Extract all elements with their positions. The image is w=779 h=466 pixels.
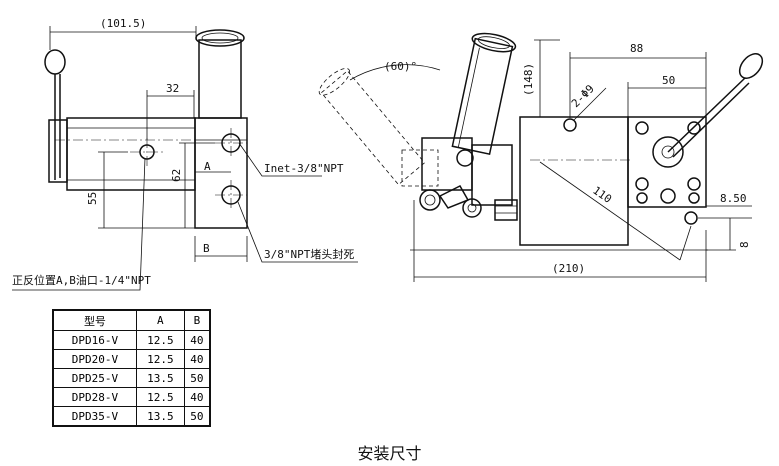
reservoir-tube-angled	[451, 32, 517, 156]
dim-height-right: (148)	[522, 63, 535, 96]
dim-angle: (60)°	[384, 60, 417, 73]
left-reservoir-tube	[198, 39, 242, 119]
phantom-tube	[318, 68, 426, 186]
right-handle-lever	[667, 77, 746, 153]
table-cell-model: DPD16-V	[52, 330, 137, 350]
table-cell-b: 50	[183, 406, 211, 427]
dim-88: 88	[630, 42, 643, 55]
table-cell-a: 12.5	[135, 330, 185, 350]
table-cell-model: DPD35-V	[52, 406, 137, 427]
note-inlet: Inet-3/8"NPT	[264, 162, 344, 175]
table-header-a: A	[135, 309, 185, 331]
mount-hole-2	[684, 211, 698, 225]
table-header-model: 型号	[52, 309, 137, 331]
pivot-bracket	[421, 137, 473, 191]
mount-hole-1	[563, 118, 577, 132]
note-ports: 正反位置A,B油口-1/4"NPT	[12, 273, 151, 287]
valve-plate	[627, 116, 707, 208]
table-header-b: B	[183, 309, 211, 331]
table-header-row: 型号 A B	[52, 309, 211, 331]
note-plug: 3/8"NPT堵头封死	[264, 247, 354, 261]
dim-port-offset: 32	[166, 82, 179, 95]
valve-center	[652, 136, 684, 168]
left-view: (101.5) 32 55 62 A B Inet-3/8"NPT 3/8"NP…	[12, 17, 358, 291]
right-pump-barrel	[471, 144, 513, 206]
table-row: DPD25-V 13.5 50	[52, 368, 211, 388]
table-cell-model: DPD28-V	[52, 387, 137, 407]
table-row: DPD28-V 12.5 40	[52, 387, 211, 407]
dim-holes: 2-Φ9	[569, 82, 597, 110]
dim-overall-width-left: (101.5)	[100, 17, 146, 30]
linkage-bolt-2	[462, 198, 482, 218]
dim-210: (210)	[552, 262, 585, 275]
label-b: B	[203, 242, 210, 255]
table-cell-a: 13.5	[135, 368, 185, 388]
table-cell-b: 40	[183, 330, 211, 350]
table-cell-a: 12.5	[135, 349, 185, 369]
dim-8-50: 8.50	[720, 192, 747, 205]
table-cell-a: 12.5	[135, 387, 185, 407]
label-a: A	[204, 160, 211, 173]
model-dimension-table: 型号 A B DPD16-V 12.5 40 DPD20-V 12.5 40 D…	[52, 309, 211, 427]
dim-height-left: 55	[86, 192, 99, 205]
table-cell-b: 40	[183, 387, 211, 407]
table-cell-b: 50	[183, 368, 211, 388]
table-row: DPD35-V 13.5 50	[52, 406, 211, 427]
dim-110: 110	[590, 184, 614, 206]
dim-50: 50	[662, 74, 675, 87]
drawing-caption: 安装尺寸	[357, 444, 422, 463]
table-row: DPD20-V 12.5 40	[52, 349, 211, 369]
left-valve-block	[194, 117, 248, 229]
table-cell-model: DPD20-V	[52, 349, 137, 369]
table-cell-a: 13.5	[135, 406, 185, 427]
left-handle-base	[48, 119, 68, 183]
right-main-body	[519, 116, 629, 246]
table-cell-model: DPD25-V	[52, 368, 137, 388]
right-handle-knob	[738, 53, 764, 79]
table-row: DPD16-V 12.5 40	[52, 330, 211, 350]
right-view: (60)°	[318, 32, 764, 282]
dim-port-spacing: 62	[170, 169, 183, 182]
left-handle-knob	[44, 49, 66, 75]
table-cell-b: 40	[183, 349, 211, 369]
linkage-bolt-1	[419, 189, 441, 211]
dim-8: 8	[738, 241, 751, 248]
